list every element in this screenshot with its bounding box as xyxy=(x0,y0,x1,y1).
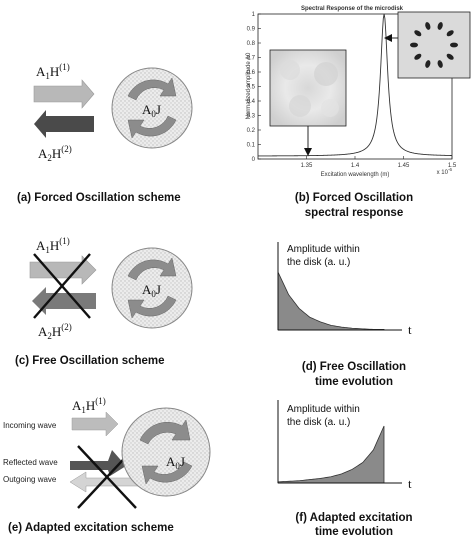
mode-lobe xyxy=(437,22,443,30)
chart-b-x-tick-label: 1.35 xyxy=(301,163,313,169)
chart-b-x-tick-label: 1.4 xyxy=(351,163,360,169)
panel-c-caption: (c) Free Oscillation scheme xyxy=(15,355,165,367)
panel-d: Amplitude within the disk (a. u.) t (d) … xyxy=(277,242,412,388)
chart-b-series-line xyxy=(258,13,453,157)
chart-b-x-tick-label: 1.45 xyxy=(398,163,410,169)
incoming-wave-arrow xyxy=(33,79,95,109)
chart-b-y-tick-label: 0.6 xyxy=(247,70,256,76)
panel-e-incoming-label: A1H(1) xyxy=(72,396,106,415)
reflected-wave-arrow xyxy=(70,450,126,476)
panel-c: A1H(1) A2H(2) A0J (c) Free Oscillation s… xyxy=(15,236,193,367)
incoming-wave-arrow xyxy=(71,411,119,437)
cross-out-line-2 xyxy=(33,253,91,319)
microdisk-a: A0J xyxy=(111,67,193,149)
panel-f-ylabel-line1: Amplitude within xyxy=(287,404,360,415)
inset-resonant-mode xyxy=(384,11,471,79)
chart-b-ylabel: Normalized amplitude A0 xyxy=(246,52,252,119)
panel-f-growth-area xyxy=(277,425,385,484)
panel-f: Amplitude within the disk (a. u.) t (f) … xyxy=(277,400,413,538)
chart-b-x-tick-label: 1.5 xyxy=(448,163,457,169)
panel-c-incoming-label: A1H(1) xyxy=(36,236,70,255)
chart-b-title: Spectral Response of the microdisk xyxy=(301,6,404,12)
incoming-wave-label: Incoming wave xyxy=(3,421,57,430)
disk-label-a: A0J xyxy=(142,102,161,119)
disk-label-c: A0J xyxy=(142,282,161,299)
panel-e: A1H(1) Incoming wave Reflected wave Outg… xyxy=(3,396,211,534)
rotation-arrow-bottom xyxy=(127,115,177,139)
outgoing-wave-label: Outgoing wave xyxy=(3,475,57,484)
panel-b-caption-line1: (b) Forced Oscillation xyxy=(295,192,413,204)
panel-a-incoming-label: A1H(1) xyxy=(36,62,70,81)
panel-a-caption: (a) Forced Oscillation scheme xyxy=(17,192,181,204)
mode-lobe xyxy=(450,42,458,48)
chart-b-y-tick-label: 0.4 xyxy=(247,99,256,105)
chart-b-y-tick-label: 1 xyxy=(252,12,256,18)
panel-a-outgoing-label: A2H(2) xyxy=(38,144,72,163)
disk-label-e: A0J xyxy=(166,454,185,471)
chart-b-y-tick-label: 0.2 xyxy=(247,128,256,134)
outgoing-wave-arrow xyxy=(34,110,94,138)
rotation-arrow-top xyxy=(139,419,191,445)
rotation-arrow-bottom xyxy=(141,461,193,485)
mode-lobe xyxy=(446,53,454,60)
panel-d-xlabel: t xyxy=(408,322,412,337)
rotation-arrow-top xyxy=(127,257,177,281)
reflected-wave-label: Reflected wave xyxy=(3,458,58,467)
chart-b-y-tick-label: 0.1 xyxy=(247,143,256,149)
panel-b-caption-line2: spectral response xyxy=(305,207,403,219)
mode-lobe xyxy=(410,42,418,48)
panel-f-ylabel-line2: the disk (a. u.) xyxy=(287,417,350,428)
rotation-arrow-bottom xyxy=(127,295,177,319)
panel-b: Spectral Response of the microdisk 00.10… xyxy=(246,6,471,219)
panel-f-xlabel: t xyxy=(408,476,412,491)
panel-d-caption-line1: (d) Free Oscillation xyxy=(302,361,406,373)
mode-lobe xyxy=(414,30,422,37)
mode-lobe xyxy=(414,53,422,60)
chart-b-y-tick-label: 0.9 xyxy=(247,27,256,33)
panel-c-outgoing-label: A2H(2) xyxy=(38,322,72,341)
chart-b-y-tick-label: 0.5 xyxy=(247,85,256,91)
mode-lobe xyxy=(446,30,454,37)
panel-f-caption-line1: (f) Adapted excitation xyxy=(295,512,412,524)
chart-b-y-tick-label: 0.7 xyxy=(247,56,256,62)
panel-a: A1H(1) A2H(2) A0J (a) Forced Oscillation… xyxy=(17,62,193,204)
mode-lobe xyxy=(437,60,443,68)
microdisk-c: A0J xyxy=(111,247,193,329)
inset-off-resonance-field xyxy=(269,49,347,156)
chart-b-x-exponent: x 10-6 xyxy=(437,167,453,176)
panel-e-caption: (e) Adapted excitation scheme xyxy=(8,522,174,534)
panel-d-decay-area xyxy=(277,271,385,331)
panel-f-caption-line2: time evolution xyxy=(315,526,393,538)
chart-b-y-tick-label: 0.3 xyxy=(247,114,256,120)
panel-d-ylabel-line1: Amplitude within xyxy=(287,244,360,255)
panel-d-ylabel-line2: the disk (a. u.) xyxy=(287,257,350,268)
microdisk-e: A0J xyxy=(121,407,211,497)
panel-d-caption-line2: time evolution xyxy=(315,376,393,388)
chart-b-xlabel: Excitation wavelength (m) xyxy=(321,172,390,178)
rotation-arrow-top xyxy=(127,77,177,101)
mode-lobe xyxy=(425,60,431,68)
mode-lobe xyxy=(425,22,431,30)
chart-b-x-ticks: 1.35 1.4 1.45 1.5 xyxy=(301,156,457,169)
chart-b-y-ticks: 0 0.1 0.2 0.3 0.4 0.5 0.6 0.7 0.8 0.9 1 xyxy=(247,12,261,163)
incoming-wave-arrow xyxy=(29,255,97,285)
chart-b-y-tick-label: 0 xyxy=(252,157,256,163)
chart-b-y-tick-label: 0.8 xyxy=(247,41,256,47)
